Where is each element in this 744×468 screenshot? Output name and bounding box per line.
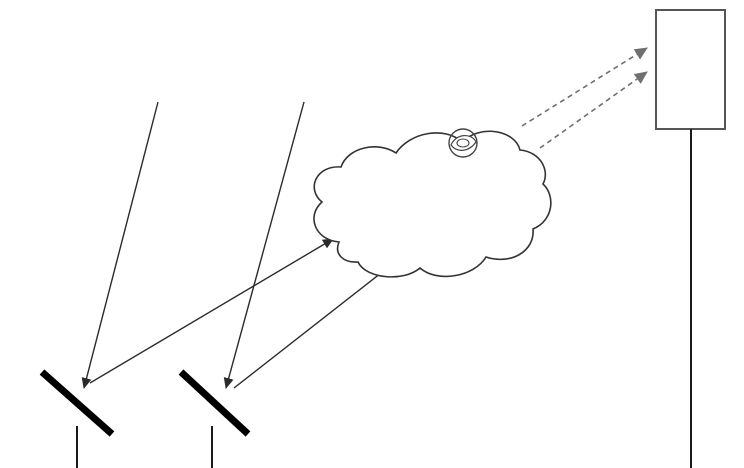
mirror-right-icon	[181, 372, 248, 434]
incident-ray-left	[84, 102, 158, 388]
scattered-ray-bottom	[540, 72, 647, 148]
cloud-icon	[314, 131, 551, 277]
scattered-ray-top	[522, 48, 647, 126]
incident-ray-right	[226, 102, 304, 388]
receiver-box-icon	[656, 10, 725, 129]
mirror-left-icon	[42, 372, 112, 434]
reflected-ray-left	[90, 239, 333, 383]
